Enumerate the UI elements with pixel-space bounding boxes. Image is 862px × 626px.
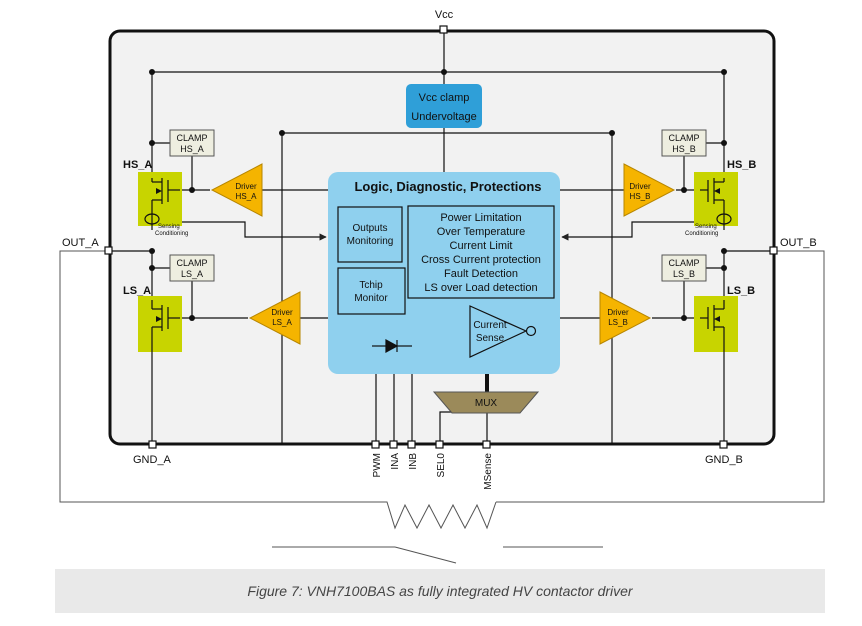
tchip-monitor-block <box>337 267 406 315</box>
internal-wiring <box>108 26 773 444</box>
clamp-ls-b: CLAMP LS_B <box>661 254 707 282</box>
outputs-monitoring-line1: Outputs <box>352 223 387 234</box>
gnd-a-pin-label: GND_A <box>133 454 172 466</box>
sensing-b-line1: Sensing <box>695 224 717 230</box>
external-load-wiring <box>59 250 825 564</box>
protections-block <box>407 205 555 299</box>
figure-caption-box: Figure 7: VNH7100BAS as fully integrated… <box>55 569 825 613</box>
switch-hs-b-label: HS_B <box>727 159 756 171</box>
driver-hs-b: Driver HS_B <box>623 163 676 217</box>
clamp-ls-a-line1: CLAMP <box>176 258 207 268</box>
driver-ls-b: Driver LS_B <box>599 291 652 345</box>
outputs-monitoring-line2: Monitoring <box>347 236 394 247</box>
sel0-pin-label: SEL0 <box>436 453 447 478</box>
figure-caption: Figure 7: VNH7100BAS as fully integrated… <box>247 583 633 599</box>
mosfet-ls-b <box>694 296 738 352</box>
pwm-pin-label: PWM <box>372 453 383 477</box>
current-sense-output-bubble <box>525 325 537 337</box>
protection-item: Over Temperature <box>437 226 525 238</box>
diode-icon <box>372 338 412 354</box>
driver-ls-a: Driver LS_A <box>248 291 301 345</box>
outputs-monitoring-block <box>337 206 403 263</box>
protection-item: Cross Current protection <box>421 254 541 266</box>
logic-block-title: Logic, Diagnostic, Protections <box>354 179 541 194</box>
sensing-b-line2: Conditioning <box>685 231 718 237</box>
current-sense-line2: Sense <box>476 333 505 344</box>
current-sense-amplifier <box>469 305 528 358</box>
sensing-a-line1: Sensing <box>158 224 180 230</box>
current-sense-line1: Current <box>473 320 507 331</box>
driver-hs-b-line2: HS_B <box>630 192 651 201</box>
switch-hs-a-label: HS_A <box>123 159 152 171</box>
clamp-hs-b-line2: HS_B <box>672 144 696 154</box>
ina-pin-label: INA <box>390 453 401 470</box>
protection-item: Fault Detection <box>444 268 518 280</box>
circuit-diagram: Vcc OUT_A OUT_B GND_A GND_B PWM INA INB … <box>59 9 825 564</box>
protection-item: LS over Load detection <box>424 282 537 294</box>
clamp-ls-a: CLAMP LS_A <box>169 254 215 282</box>
driver-hs-a: Driver HS_A <box>210 163 263 217</box>
mosfet-hs-a <box>138 172 182 230</box>
driver-ls-a-line2: LS_A <box>272 318 292 327</box>
clamp-hs-b-line1: CLAMP <box>668 133 699 143</box>
pin-terminals <box>104 25 778 449</box>
driver-hs-a-line2: HS_A <box>236 192 258 201</box>
vcc-pin-label: Vcc <box>435 9 454 21</box>
undervoltage-label: Undervoltage <box>411 111 476 123</box>
mux-block <box>432 391 540 414</box>
driver-ls-b-line2: LS_B <box>608 318 628 327</box>
inb-pin-label: INB <box>408 453 419 470</box>
tchip-monitor-line2: Monitor <box>354 293 388 304</box>
switch-ls-a-label: LS_A <box>123 285 151 297</box>
clamp-hs-a-line1: CLAMP <box>176 133 207 143</box>
mosfet-ls-a <box>138 296 182 352</box>
tchip-monitor-line1: Tchip <box>359 280 383 291</box>
driver-ls-b-line1: Driver <box>607 308 629 317</box>
protection-item: Power Limitation <box>440 212 521 224</box>
driver-hs-a-line1: Driver <box>235 182 257 191</box>
out-b-pin-label: OUT_B <box>780 237 817 249</box>
clamp-ls-a-line2: LS_A <box>181 269 203 279</box>
protections-list: Power Limitation Over Temperature Curren… <box>421 212 541 294</box>
mosfet-hs-b <box>694 172 738 230</box>
switch-ls-b-label: LS_B <box>727 285 755 297</box>
clamp-hs-a-line2: HS_A <box>180 144 204 154</box>
vcc-clamp-label: Vcc clamp <box>419 92 470 104</box>
driver-hs-b-line1: Driver <box>629 182 651 191</box>
driver-ls-a-line1: Driver <box>271 308 293 317</box>
clamp-ls-b-line1: CLAMP <box>668 258 699 268</box>
clamp-ls-b-line2: LS_B <box>673 269 695 279</box>
vcc-clamp-block <box>406 84 482 128</box>
out-a-pin-label: OUT_A <box>62 237 99 249</box>
protection-item: Current Limit <box>450 240 513 252</box>
mux-label: MUX <box>475 398 498 409</box>
clamp-hs-a: CLAMP HS_A <box>169 129 215 157</box>
gnd-b-pin-label: GND_B <box>705 454 743 466</box>
clamp-hs-b: CLAMP HS_B <box>661 129 707 157</box>
sensing-a-line2: Conditioning <box>155 231 188 237</box>
msense-pin-label: MSense <box>483 453 494 490</box>
